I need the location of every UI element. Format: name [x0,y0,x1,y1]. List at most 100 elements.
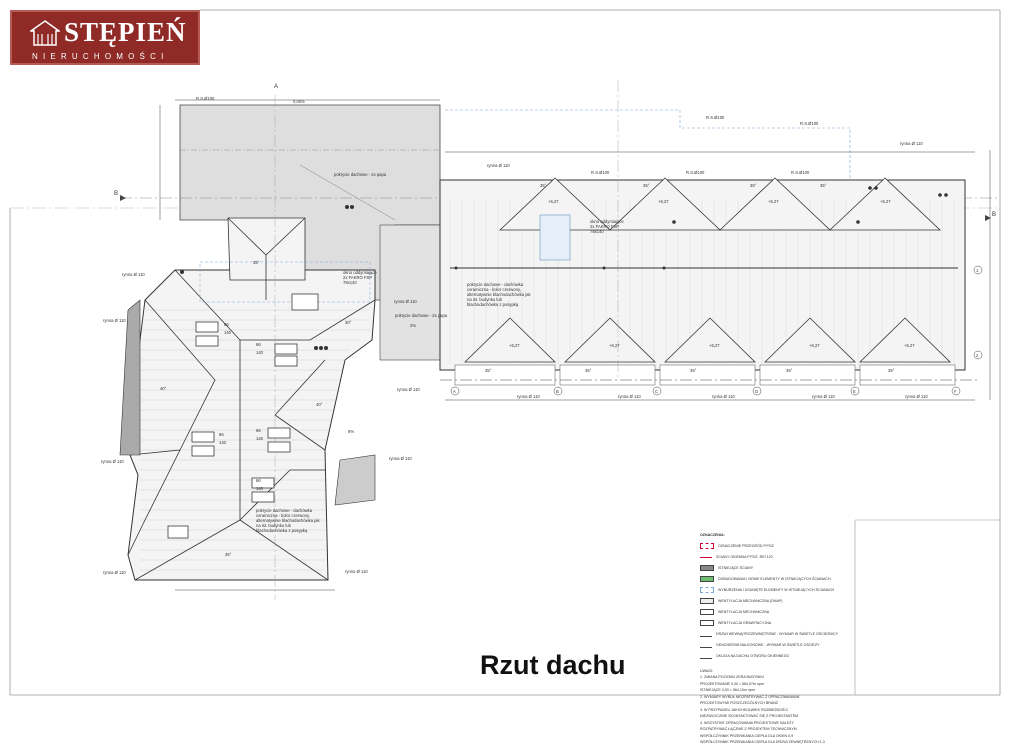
height-mark: +6,27 [880,199,891,204]
skylight-dim: 140 [219,440,226,445]
height-mark: +6,27 [658,199,669,204]
section-mark-b: B [992,212,997,218]
height-mark: +6,27 [609,343,620,348]
slope-label: 35° [888,368,895,373]
height-mark: +6,27 [509,343,520,348]
skylight [267,427,291,439]
axis-label: 1 [976,268,979,273]
note-line: 1. ZMIANA POZIOMU ZERA BUDYNKU [700,675,765,679]
window-label-left: okno oddymiające 2x FAKRO FSP 78x140 [343,270,377,285]
skylight-dim: 66 [224,322,229,327]
height-mark: +6,27 [548,199,559,204]
height-mark: +6,27 [904,343,915,348]
legend-header: OZNACZENIA: [700,533,725,537]
slope-label: 35° [820,183,827,188]
slope-label: 35° [786,368,793,373]
axis-label: F [954,389,957,394]
skylight [191,445,215,457]
skylight-dim: 140 [256,350,263,355]
roof-plan-drawing [9,9,1001,696]
legend-item: WYBURZENIA I USUNIĘTE ELEMENTY W ISTNIEJ… [700,585,850,596]
skylight [191,431,215,443]
gutter-label: rynna Ø 110 [122,272,145,277]
gutter-label: rynna Ø 110 [905,394,928,399]
rs-label: R.S.Ø100 [800,121,819,126]
slope-label: 40° [160,386,167,391]
slope-label: 35° [485,368,492,373]
logo-subtitle: NIERUCHOMOŚCI [32,52,169,61]
height-mark: +6,27 [709,343,720,348]
skylight-dim: 66 [256,342,261,347]
gutter-label: rynna Ø 110 [345,569,368,574]
skylight [251,477,275,489]
gutter-label: rynna Ø 110 [812,394,835,399]
skylight [274,355,298,367]
slope-label: 35° [540,183,547,188]
slope-label: 35° [643,183,650,188]
gutter-label: rynna Ø 110 [618,394,641,399]
note-line: PROJEKTOWANE 0,00 = 564,97m npm [700,681,765,686]
roof-label-flat-top: pokrycie dachowe - 2x papa [334,172,387,177]
legend-item: WENTYLACJA MECHANICZNA [700,607,850,618]
gutter-label: rynna Ø 110 [900,141,923,146]
note-line: WSPÓŁCZYNNIK PRZENIKANIA CIEPŁA DLA DRZW… [700,740,825,744]
slope-label: 40° [316,402,323,407]
skylight [195,335,219,347]
note-line: ISTNIEJĄCE 0,00 = 564,10m npm [700,688,755,692]
legend-item: OZNACZENIE PRZEGRÓD P.POŻ [700,541,850,552]
smoke-vent-window [291,293,319,311]
slope-label: 35° [225,552,232,557]
slope-label: 0,05% [293,99,305,104]
window-label-right: okno oddymiające 2x FAKRO FSP 78x140 [590,219,624,234]
logo-name: STĘPIEŃ [64,17,187,47]
rs-label: R.S.Ø100 [706,115,725,120]
skylight [274,343,298,355]
skylight-dim: 66 [256,478,261,483]
legend-item: OKNO/DRZWI BALKONOWE - WYMIAR W ŚWIETLE … [700,640,850,651]
gutter-label: rynna Ø 110 [101,459,124,464]
slope-label: 35° [690,368,697,373]
slope-label: 8% [348,429,355,434]
roof-label-ceramic-left: pokrycie dachowe - dachówka ceramiczna -… [256,508,320,533]
gutter-label: rynna Ø 110 [397,387,420,392]
skylight [251,491,275,503]
axis-label: 2 [976,353,979,358]
slope-label: 35° [750,183,757,188]
skylight [267,441,291,453]
legend: OZNACZENIA: OZNACZENIE PRZEGRÓD P.POŻ ŚC… [700,532,850,746]
skylight-dim: 140 [224,330,231,335]
rs-label: R.S.Ø100 [196,96,215,101]
slope-label: 35° [585,368,592,373]
gutter-label: rynna Ø 110 [103,318,126,323]
skylight-dim: 66 [219,432,224,437]
legend-item: WENTYLACJA GRAWITACYJNA [700,618,850,629]
roof-label-flat-mid: pokrycie dachowe - 2x papa [395,313,448,318]
drawing-title: Rzut dachu [480,650,626,680]
gutter-label: rynna Ø 110 [103,570,126,575]
skylight-dim: 66 [256,428,261,433]
company-logo: STĘPIEŃ NIERUCHOMOŚCI [10,10,200,65]
axis-label: A [453,389,456,394]
axis-label: D [755,389,759,394]
skylight-dim: 140 [256,486,263,491]
note-line: 2. WYMIARY WYBUŁ NIOZPATRYWAĆ Z OPRACOWA… [700,694,800,699]
axis-label: B [556,389,559,394]
note-line: PROJEKTOWYMI POSZCZEGÓLNYCH BRANŻ [700,701,779,705]
rs-label: R.S.Ø100 [591,170,610,175]
legend-item: DOBUDOWANIA I NOWE ELEMENTY W ISTNIEJĄCY… [700,574,850,585]
roof-label-ceramic-right: pokrycie dachowe - dachówka ceramiczna -… [467,282,531,307]
legend-item: ŚCIANY OKIENNA P.POŻ. REI 120 [700,552,850,563]
skylight-dim: 140 [256,436,263,441]
gutter-label: rynna Ø 110 [487,163,510,168]
skylight [195,321,219,333]
height-mark: +6,27 [809,343,820,348]
section-mark-a: A [274,84,279,90]
rs-label: R.S.Ø100 [791,170,810,175]
legend-item: WENTYLACJA MECHANICZNA (DNAP) [700,596,850,607]
drawing-sheet: STĘPIEŃ NIERUCHOMOŚCI [9,9,1001,744]
gutter-label: rynna Ø 110 [389,456,412,461]
gutter-label: rynna Ø 110 [712,394,735,399]
section-mark-b: B [114,191,119,197]
gutter-label: rynna Ø 110 [394,299,417,304]
slope-label: 30° [345,320,352,325]
